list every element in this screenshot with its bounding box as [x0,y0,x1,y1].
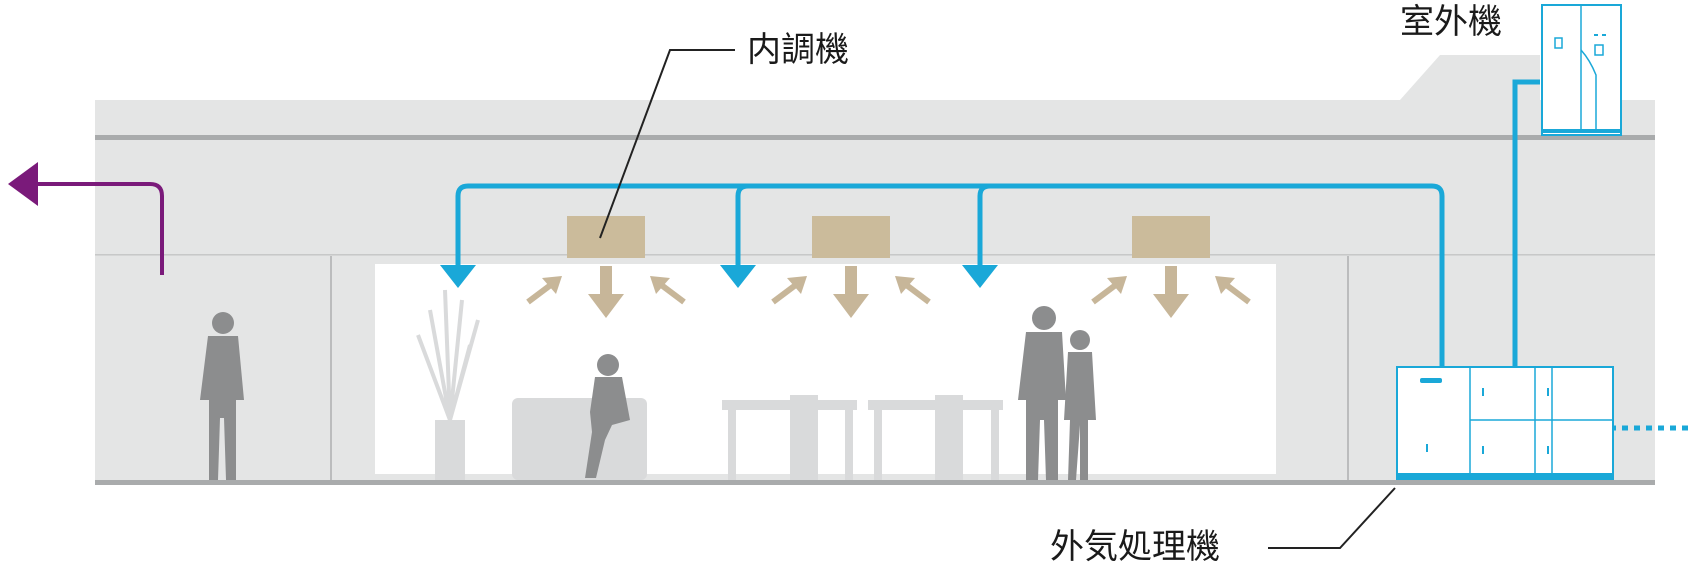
return-air-arrow-2-right [895,276,931,305]
person-silhouette-icon [200,312,244,480]
air-flow-arrows [526,266,1251,318]
supply-air-arrow-1 [588,266,624,318]
outside-air-unit-label: 外気処理機 [1050,527,1220,567]
refrigerant-branch-3 [977,183,991,265]
floor-slab [95,480,1655,485]
outdoor-unit [1541,4,1622,136]
return-air-arrow-1-left [526,276,562,305]
person-silhouette-icon [1064,330,1096,480]
indoor-unit-3 [1132,216,1210,258]
refrigerant-branch-2 [735,183,749,265]
indoor-unit-leader-line [599,49,735,239]
return-air-arrow-3-left [1091,276,1127,305]
outside-air-unit [1396,366,1614,480]
return-air-arrow-3-right [1215,276,1251,305]
exhaust-air-arrowhead [8,162,38,206]
table-chair-icon [722,395,1003,480]
indoor-unit-2 [812,216,890,258]
indoor-unit-label: 内調機 [747,30,849,70]
refrigerant-arrow-3 [962,265,998,288]
wall-divider-right [1347,256,1349,482]
roof-edge-line [95,135,1655,140]
outside-air-unit-leader-line [1268,487,1396,549]
wall-divider-left [330,256,332,482]
potted-plant-icon [416,289,480,480]
person-silhouette-icon [585,354,630,478]
person-silhouette-icon [1018,306,1066,480]
outdoor-unit-label: 室外機 [1400,2,1502,42]
supply-air-arrow-3 [1153,266,1189,318]
return-air-arrow-2-left [771,276,807,305]
exhaust-air-line [36,182,164,275]
supply-air-arrow-2 [833,266,869,318]
refrigerant-arrow-2 [720,265,756,288]
refrigerant-arrow-1 [440,265,476,288]
roof-top [95,55,1655,138]
return-air-arrow-1-right [650,276,686,305]
refrigerant-riser [1512,79,1540,372]
